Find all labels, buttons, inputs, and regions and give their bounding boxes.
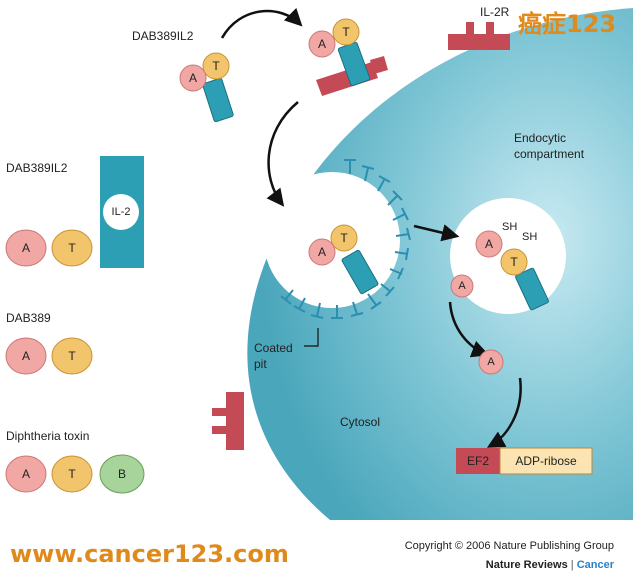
legend-diphtheria-title: Diphtheria toxin [6,429,89,443]
coated-pit-label-line1: Coated [254,341,293,355]
t-letter: T [510,255,518,269]
cytosol-label: Cytosol [340,415,380,429]
coated-pit-leader [304,328,319,347]
adp-ribose-label: ADP-ribose [515,454,577,468]
t-domain [330,224,358,252]
b-letter: B [118,467,126,481]
arrow-to-endosome [413,224,460,242]
t-domain [51,455,93,493]
toxin-in-endosome: T A A [450,230,549,311]
il2-domain [202,77,234,123]
il2-letter: IL-2 [112,206,131,218]
t-domain [332,18,360,46]
t-letter: T [68,349,76,363]
legend-dab389il2: DAB389IL2 IL-2 A T [5,156,144,268]
t-letter: T [340,231,348,245]
coated-pit-label-line2: pit [254,357,267,371]
cell-membrane [247,8,633,520]
t-letter: T [342,25,350,39]
a-domain [5,337,47,375]
toxin-in-pit: T A [308,224,379,295]
a-letter: A [22,467,30,481]
arrow-bind [220,7,303,39]
clathrin-coat [280,159,411,319]
journal-credit: Nature Reviews | Cancer [486,559,615,571]
arrow-to-ef2 [486,377,522,448]
legend-dab389il2-title: DAB389IL2 [6,161,68,175]
a-letter: A [318,37,326,51]
legend-dab389-title: DAB389 [6,311,51,325]
endocytic-label-line1: Endocytic [514,131,566,145]
il2-circle [103,194,139,230]
adp-ribose-box [499,447,593,475]
a-letter: A [487,356,495,368]
endocytic-label-line2: compartment [514,147,585,161]
a-domain [5,229,47,267]
il2-receptor-lower [212,392,244,450]
a-domain [308,238,336,266]
il2-domain [515,267,549,311]
a-letter: A [22,241,30,255]
journal-name: Cancer [577,559,615,571]
a-letter: A [318,245,326,259]
watermark-top-right: 癌症123 [518,10,616,38]
a-domain [179,64,207,92]
sh-label-2: SH [522,231,537,243]
a-letter: A [485,237,493,251]
journal-publisher: Nature Reviews [486,559,568,571]
a-domain [5,455,47,493]
t-domain [202,52,230,80]
arrow-release [448,301,490,358]
legend-dab389: DAB389 A T [5,311,93,375]
ef2-box [456,448,500,474]
a-letter: A [189,71,197,85]
arrow-internalize [266,101,299,207]
il2-domain [341,249,379,295]
a-domain-released [450,274,474,298]
toxin-bound: T A [308,18,371,87]
copyright-line: Copyright © 2006 Nature Publishing Group [405,540,614,552]
journal-separator: | [571,559,577,571]
t-letter: T [68,241,76,255]
legend-diphtheria-toxin: Diphtheria toxin A T B [5,429,145,494]
a-domain [475,230,503,258]
il2-receptor-top [448,22,510,50]
b-domain [99,454,145,494]
ef2-label: EF2 [467,454,489,468]
toxin-free: T A [179,52,234,123]
dab389il2-label-top: DAB389IL2 [132,29,194,43]
a-letter: A [458,280,466,292]
watermark-bottom-left: www.cancer123.com [10,540,289,568]
a-fragment-cytosol [478,349,504,375]
t-letter: T [68,467,76,481]
sh-label-1: SH [502,221,517,233]
a-domain [308,30,336,58]
il2r-label: IL-2R [480,5,510,19]
t-letter: T [212,59,220,73]
t-domain [51,337,93,375]
t-domain [51,229,93,267]
t-domain [500,248,528,276]
a-letter: A [22,349,30,363]
